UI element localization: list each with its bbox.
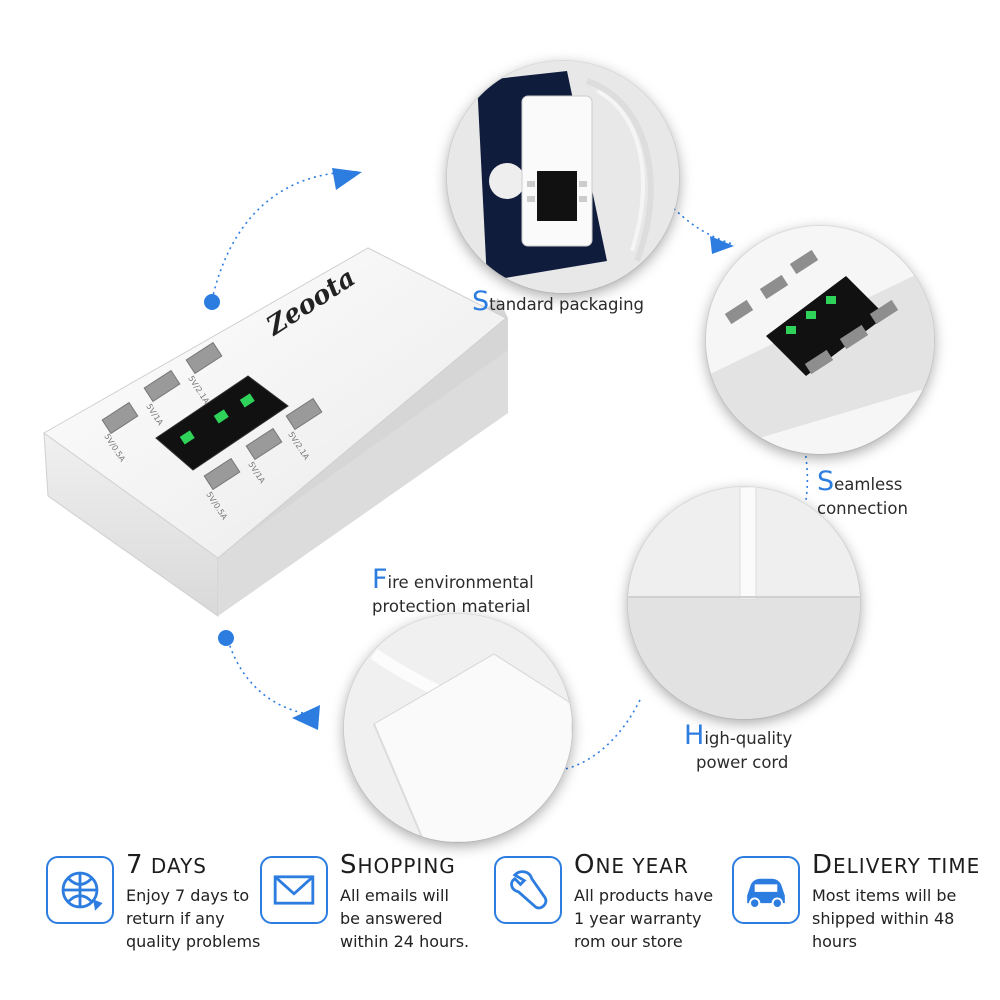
service-title: DELIVERY TIME (812, 850, 981, 880)
feature-standard-packaging: Standard packaging (472, 288, 644, 317)
feature-power-cord: High-quality power cord (684, 722, 793, 775)
feature-text-line2: power cord (696, 753, 789, 772)
feature-initial: F (372, 564, 388, 595)
packaging-photo (447, 61, 679, 293)
arc-bottom-left (227, 639, 316, 716)
arc-dot-top (204, 294, 220, 310)
service-title: 7 DAYS (126, 850, 207, 880)
feature-text-line2: connection (817, 499, 908, 518)
car-icon (732, 856, 800, 924)
feature-text: tandard packaging (489, 295, 644, 314)
arc-right (804, 449, 809, 501)
feature-text: eamless (834, 475, 903, 494)
arc-top-left (211, 171, 361, 301)
arrow-head-bottom (292, 705, 320, 730)
service-title: ONE YEAR (574, 850, 689, 880)
feature-initial: H (684, 720, 705, 751)
envelope-icon (260, 856, 328, 924)
globe-refresh-icon (46, 856, 114, 924)
feature-seamless-connection: Seamless connection (817, 468, 908, 521)
feature-initial: S (472, 286, 490, 317)
feature-text: ire environmental (387, 573, 534, 592)
wrench-icon (494, 856, 562, 924)
feature-fire-material: Fire environmental protection material (372, 566, 534, 619)
feature-initial: S (817, 466, 835, 497)
service-title: SHOPPING (340, 850, 456, 880)
feature-text-line2: protection material (372, 597, 531, 616)
material-closeup-photo (628, 487, 860, 719)
arc-bottom-right (559, 699, 641, 771)
arrow-head-right (710, 236, 734, 254)
feature-text: igh-quality (704, 729, 793, 748)
arrow-head-top (332, 168, 362, 190)
charger-product-image: 5V/2.1A 5V/1A 5V/0.5A 5V/2.1A 5V/1A 5V/0… (43, 247, 508, 617)
arc-dot-left (218, 630, 234, 646)
power-cord-photo (344, 614, 572, 842)
arc-top-right (664, 199, 736, 246)
ports-closeup-photo (706, 226, 934, 454)
